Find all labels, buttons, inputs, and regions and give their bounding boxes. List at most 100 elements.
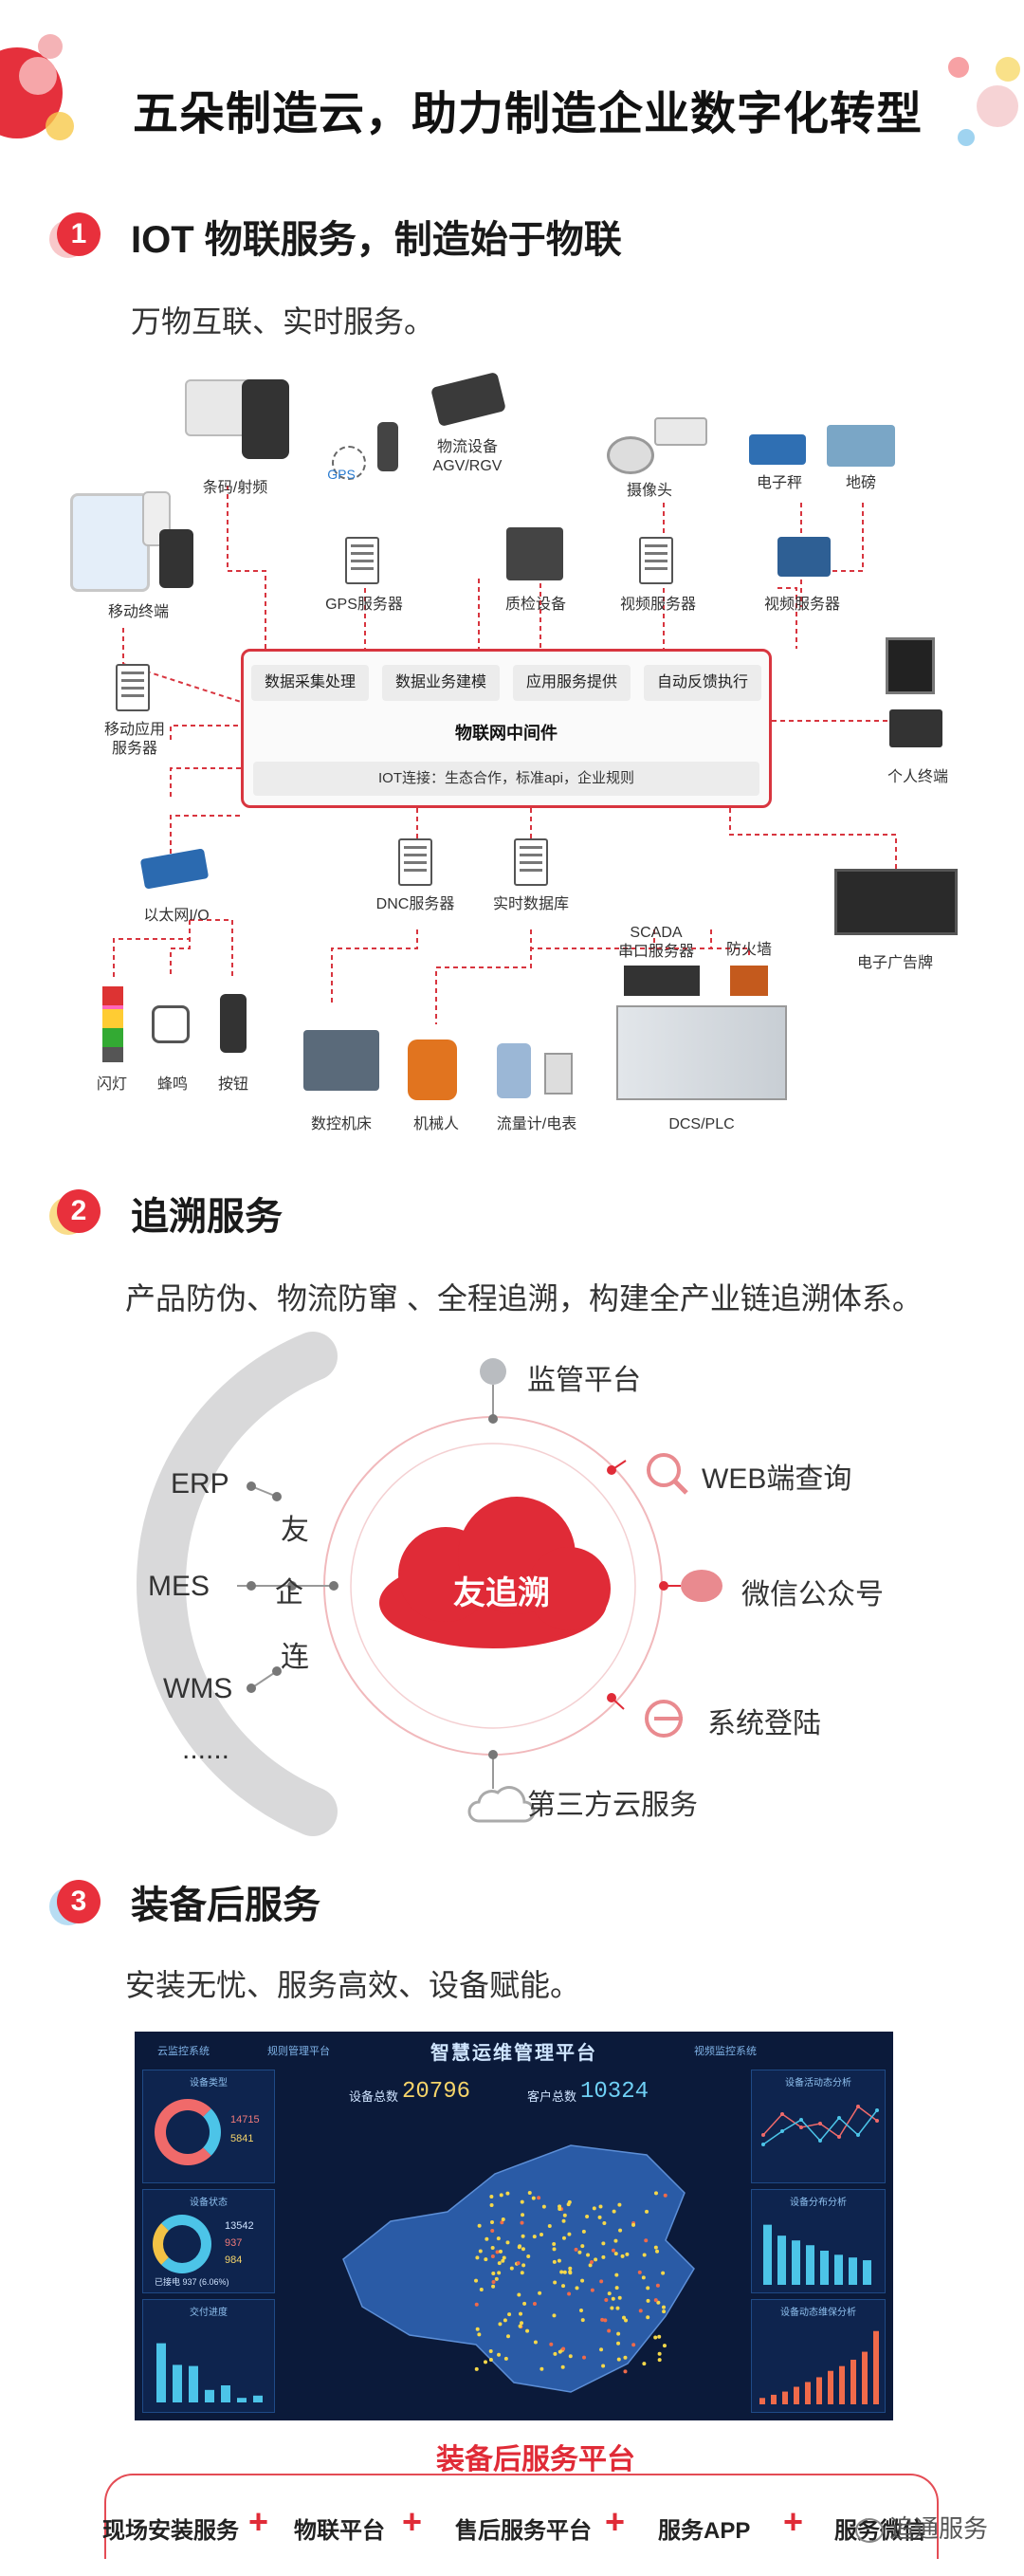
map-dot bbox=[561, 2346, 566, 2351]
map-dot bbox=[474, 2366, 479, 2371]
maintenance-bar bbox=[862, 2351, 868, 2404]
map-dot bbox=[552, 2313, 557, 2318]
map-dot bbox=[505, 2191, 510, 2196]
map-dot bbox=[645, 2209, 649, 2214]
service-install: 现场安装服务 bbox=[102, 2518, 239, 2544]
map-dot bbox=[509, 2266, 514, 2271]
map-dot bbox=[637, 2270, 642, 2274]
active-series-a-point bbox=[856, 2105, 860, 2108]
map-dot bbox=[646, 2298, 650, 2303]
label-dcs: DCS/PLC bbox=[668, 1116, 735, 1132]
map-dot bbox=[520, 2199, 524, 2204]
device-type-value-2: 5841 bbox=[230, 2133, 254, 2144]
active-series-a-point bbox=[875, 2119, 879, 2123]
map-dot bbox=[582, 2355, 587, 2360]
phone-icon bbox=[142, 491, 171, 546]
map-dot bbox=[655, 2249, 660, 2254]
e-sign-icon bbox=[834, 869, 958, 935]
map-dot bbox=[521, 2247, 525, 2252]
map-dot bbox=[601, 2241, 606, 2246]
map-dot bbox=[657, 2358, 662, 2363]
map-dot bbox=[505, 2240, 510, 2245]
map-dot bbox=[484, 2360, 488, 2364]
label-cnc: 数控机床 bbox=[310, 1116, 373, 1132]
satellite-icon bbox=[332, 446, 366, 480]
map-dot bbox=[662, 2309, 667, 2314]
map-dot bbox=[653, 2245, 658, 2250]
map-dot bbox=[623, 2355, 628, 2360]
map-dot bbox=[561, 2218, 566, 2223]
map-dot bbox=[580, 2278, 585, 2283]
map-dot bbox=[478, 2249, 483, 2254]
map-dot bbox=[498, 2249, 503, 2254]
section-number: 1 bbox=[57, 212, 101, 256]
map-dot bbox=[574, 2247, 578, 2252]
map-dot bbox=[503, 2356, 508, 2361]
panel-title: 设备分布分析 bbox=[790, 2198, 847, 2208]
map-dot bbox=[561, 2284, 566, 2289]
dash-tab-video[interactable]: 视频监控系统 bbox=[694, 2046, 757, 2057]
device-type-donut bbox=[155, 2099, 221, 2165]
map-dot bbox=[620, 2254, 625, 2258]
map-dot bbox=[641, 2275, 646, 2280]
delivery-bar bbox=[156, 2343, 166, 2402]
map-dot bbox=[539, 2366, 544, 2371]
active-series-b-point bbox=[780, 2129, 784, 2133]
map-dot bbox=[484, 2257, 488, 2262]
robot-icon bbox=[408, 1040, 457, 1100]
distribution-bar bbox=[820, 2251, 829, 2285]
customer-total: 10324 bbox=[580, 2079, 649, 2105]
pda-icon bbox=[159, 529, 193, 588]
map-dot bbox=[661, 2305, 666, 2309]
label-button: 按钮 bbox=[217, 1076, 249, 1093]
watermark-text: 追通服务 bbox=[889, 2514, 989, 2543]
page-title: 五朵制造云，助力制造企业数字化转型 bbox=[133, 89, 923, 139]
map-dot bbox=[611, 2296, 615, 2301]
map-dot bbox=[488, 2357, 493, 2362]
dash-tab-rules[interactable]: 规则管理平台 bbox=[267, 2046, 330, 2057]
map-dot bbox=[615, 2306, 620, 2310]
distribution-bar-chart bbox=[763, 2224, 871, 2285]
map-dot bbox=[617, 2202, 622, 2207]
map-dot bbox=[506, 2334, 511, 2339]
map-dot bbox=[531, 2196, 536, 2200]
map-dot bbox=[614, 2286, 619, 2291]
dash-tab-cloud[interactable]: 云监控系统 bbox=[157, 2046, 210, 2057]
dnc-server-icon bbox=[398, 838, 432, 886]
iot-middleware: 数据采集处理 数据业务建模 应用服务提供 自动反馈执行 物联网中间件 IOT连接… bbox=[241, 649, 772, 808]
map-dot bbox=[597, 2215, 602, 2219]
maintenance-bar bbox=[828, 2370, 833, 2404]
active-series-a-point bbox=[818, 2122, 822, 2125]
map-dot bbox=[489, 2202, 494, 2207]
map-dot bbox=[553, 2280, 558, 2285]
map-dot bbox=[532, 2235, 537, 2239]
map-dot bbox=[612, 2209, 616, 2214]
map-dot bbox=[566, 2202, 571, 2207]
map-dot bbox=[498, 2322, 503, 2327]
distribution-bar bbox=[792, 2240, 800, 2285]
map-dot bbox=[625, 2252, 630, 2256]
map-dot bbox=[475, 2327, 480, 2331]
map-dot bbox=[501, 2217, 505, 2221]
map-dot bbox=[497, 2271, 502, 2275]
maintenance-bar bbox=[794, 2386, 799, 2404]
mw-chip-model: 数据业务建模 bbox=[382, 665, 500, 701]
panel-maintenance: 设备动态维保分析 bbox=[751, 2299, 886, 2413]
services-frame bbox=[104, 2474, 939, 2559]
distribution-bar bbox=[863, 2260, 871, 2285]
video-server-1-icon bbox=[639, 537, 673, 584]
map-dot bbox=[663, 2193, 667, 2198]
map-dot bbox=[477, 2332, 482, 2337]
watermark: 追通服务 bbox=[855, 2510, 988, 2545]
map-dot bbox=[600, 2317, 605, 2322]
map-dot bbox=[522, 2301, 527, 2306]
flash-light-icon bbox=[102, 986, 123, 1062]
gps-device-icon bbox=[377, 422, 398, 471]
map-dot bbox=[568, 2271, 573, 2275]
customer-total-label: 客户总数 bbox=[527, 2089, 577, 2104]
trace-target-web: WEB端查询 bbox=[702, 1463, 852, 1495]
map-dot bbox=[607, 2291, 612, 2296]
label-ethernet-io: 以太网I/O bbox=[143, 908, 210, 924]
mobile-app-server-icon bbox=[116, 664, 150, 711]
map-dot bbox=[618, 2228, 623, 2233]
